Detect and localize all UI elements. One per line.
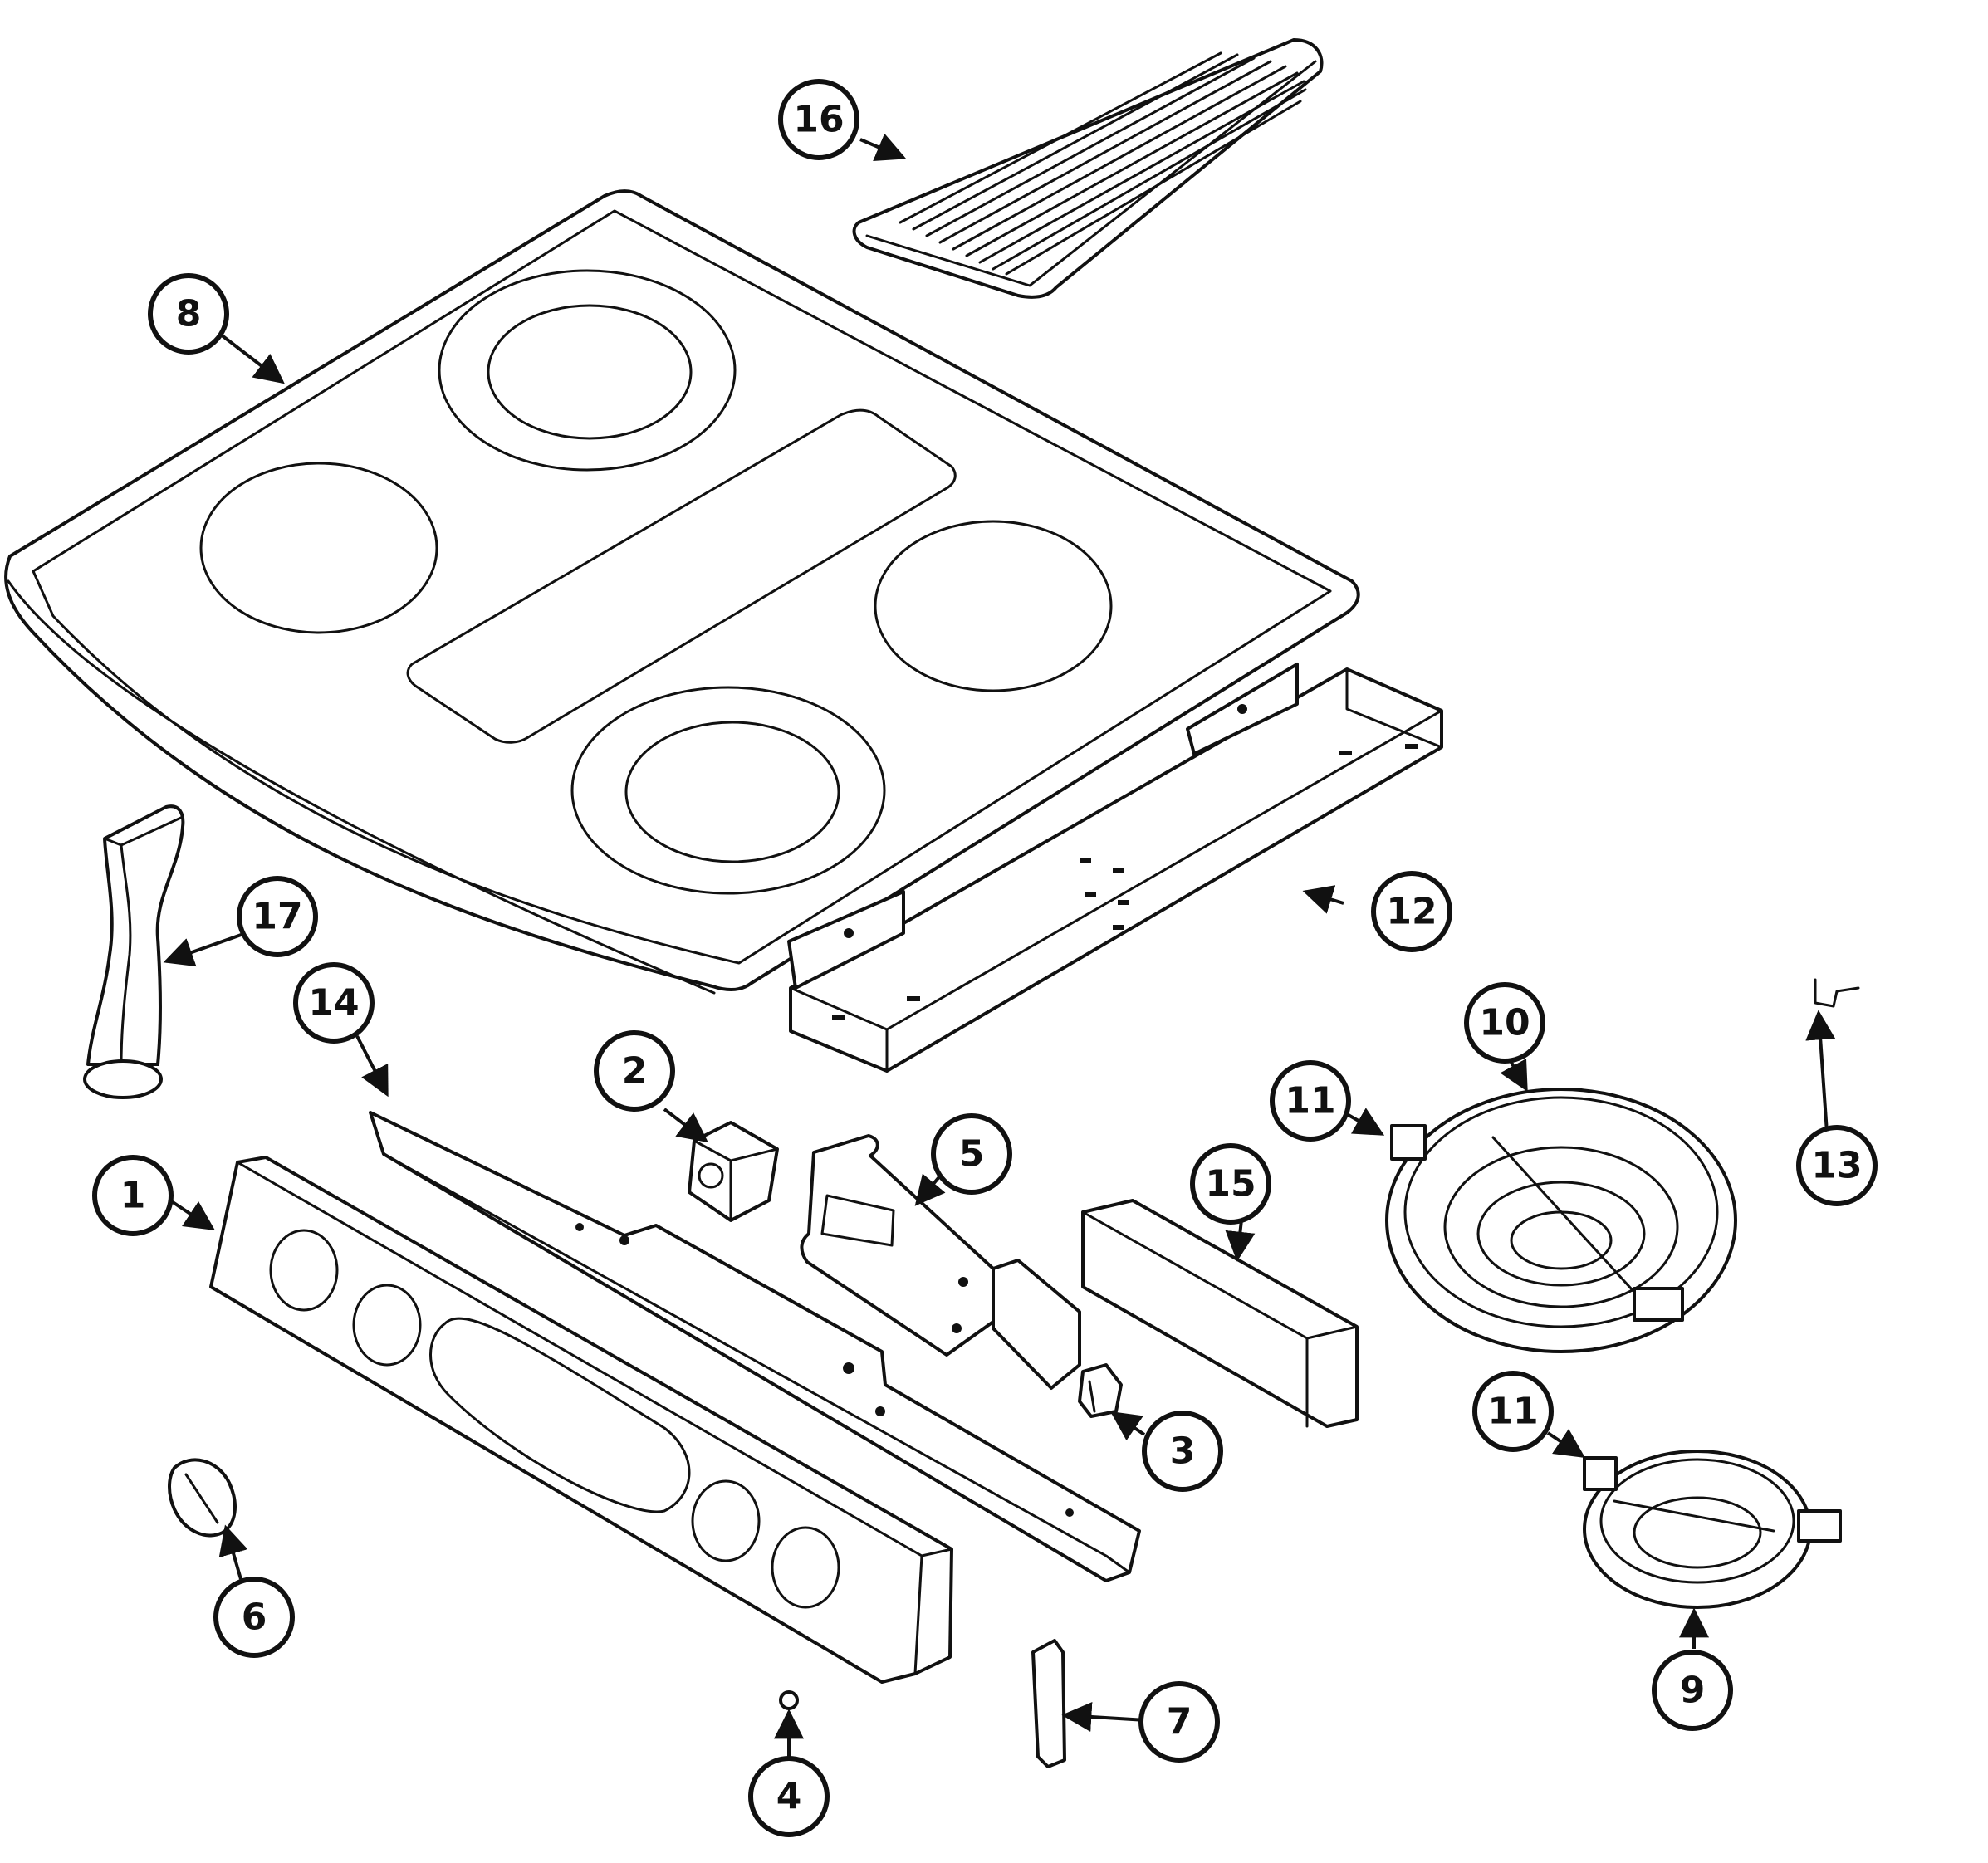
callout-4: 4 [748,1756,830,1837]
switch-part [688,1121,779,1222]
small-element [1583,1450,1842,1609]
callout-label: 7 [1167,1701,1192,1743]
panel-bracket [369,1111,1141,1582]
callout-label: 4 [776,1776,802,1818]
clip-part [779,1690,799,1710]
trim-piece [1031,1639,1066,1768]
callout-3: 3 [1142,1411,1223,1492]
callout-5: 5 [931,1113,1012,1195]
callout-label: 1 [120,1175,146,1217]
vent-grille [852,38,1324,299]
callout-label: 11 [1487,1391,1538,1433]
grille-slots [899,51,1307,276]
callout-9: 9 [1652,1650,1733,1731]
callout-label: 10 [1479,1002,1530,1044]
electronic-control [800,1134,1081,1390]
callout-label: 6 [242,1597,267,1639]
callout-label: 14 [308,982,359,1024]
callout-label: 8 [176,293,202,335]
control-knob [168,1458,237,1538]
callout-11-top: 11 [1270,1060,1351,1142]
callout-6: 6 [213,1577,295,1658]
callouts: 8 16 17 12 14 2 5 15 [92,79,1878,1837]
callout-7: 7 [1138,1681,1220,1763]
callout-16: 16 [778,79,859,160]
indicator-light [1078,1363,1123,1418]
callout-label: 5 [959,1133,985,1176]
callout-label: 11 [1285,1080,1335,1122]
glass-brackets [787,663,1299,990]
vent-duct [83,804,185,1099]
cooktop-glass [4,189,1360,995]
callout-label: 3 [1170,1430,1196,1473]
callout-11-bottom: 11 [1472,1371,1554,1452]
callout-10: 10 [1464,982,1545,1064]
callout-14: 14 [293,962,375,1044]
callout-label: 17 [252,896,302,938]
element-clip [1814,978,1860,1008]
callout-label: 16 [793,99,844,141]
callout-13: 13 [1796,1125,1878,1206]
callout-label: 13 [1811,1145,1862,1187]
callout-label: 15 [1205,1163,1256,1205]
callout-1: 1 [92,1155,174,1236]
callout-12: 12 [1371,871,1452,952]
trim-channel [1081,1199,1359,1428]
callout-15: 15 [1190,1143,1271,1225]
control-panel [209,1156,953,1684]
callout-17: 17 [237,876,318,957]
support-channel [789,667,1443,1073]
large-element [1385,1088,1737,1353]
callout-8: 8 [148,273,229,355]
callout-label: 2 [622,1050,648,1093]
callout-label: 12 [1386,891,1437,933]
callout-2: 2 [594,1030,675,1112]
callout-label: 9 [1680,1670,1706,1712]
